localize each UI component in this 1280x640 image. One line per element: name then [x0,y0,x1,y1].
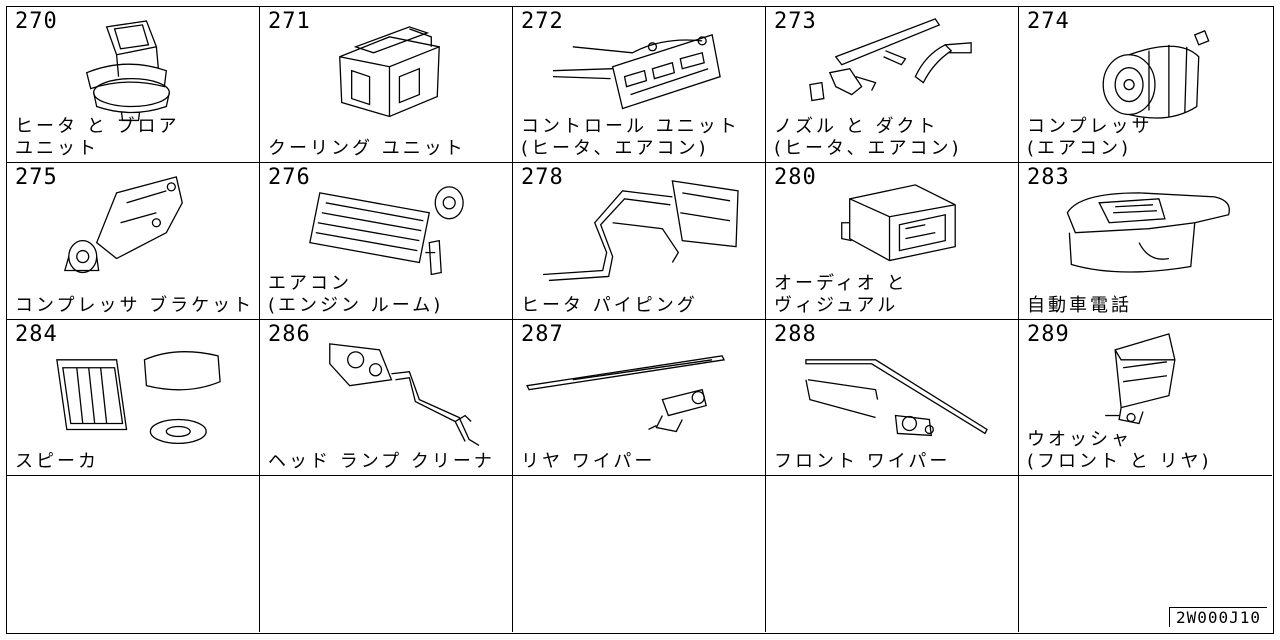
part-label: スピーカ [15,450,99,472]
part-label: クーリング ユニット [268,138,466,160]
compressor-icon [1102,30,1210,119]
speaker-icon [56,350,221,444]
cooling-unit-icon [339,26,440,118]
front-wiper-icon [805,358,988,436]
part-label: コンプレッサ ブラケット [15,294,255,316]
part-number: 274 [1027,9,1070,34]
audio-visual-icon [841,184,956,262]
part-number: 289 [1027,321,1070,347]
part-number: 278 [521,165,564,191]
part-number: 275 [15,165,58,191]
part-number: 276 [268,165,311,191]
part-number: 286 [268,321,311,347]
part-label: リヤ ワイパー [521,450,656,472]
car-phone-icon [1066,192,1230,273]
part-label: ウオッシャ (フロント と リヤ) [1027,428,1212,472]
part-number: 288 [774,321,817,347]
part-cell-286[interactable]: 286 ヘッド ランプ クリーナ [260,319,513,476]
part-cell-275[interactable]: 275 コンプレッサ ブラケット [7,163,260,320]
part-cell-288[interactable]: 288 フロント ワイパー [766,319,1019,476]
part-label: オーディオ と ヴィジュアル [774,272,908,316]
part-cell-283[interactable]: 283 自動車電話 [1019,163,1272,320]
aircon-engine-room-icon [309,186,464,276]
part-cell-284[interactable]: 284 スピーカ [7,319,260,476]
part-number: 270 [15,9,58,34]
diagram-code: 2W000J10 [1168,607,1267,627]
part-number: 273 [774,9,817,34]
part-number: 280 [774,165,817,191]
part-label: 自動車電話 [1027,294,1132,316]
part-number: 284 [15,321,58,347]
part-number: 287 [521,321,564,347]
part-cell-270[interactable]: 270 ヒータ と ブロア ユニット [7,7,260,164]
part-label: フロント ワイパー [774,450,951,472]
empty-cell [766,475,1019,632]
empty-cell [260,475,513,632]
rear-wiper-icon [526,354,726,432]
part-label: コントロール ユニット (ヒータ、エアコン) [521,116,740,160]
part-label: コンプレッサ (エアコン) [1027,116,1153,160]
compressor-bracket-icon [63,176,183,274]
part-number: 283 [1027,165,1070,191]
parts-grid: 270 ヒータ と ブロア ユニット 271 クーリング ユニット 2 [7,7,1272,632]
part-cell-276[interactable]: 276 エアコン (エンジン ルーム) [260,163,513,320]
part-cell-278[interactable]: 278 ヒータ パイピング [513,163,766,320]
part-label: ヒータ と ブロア ユニット [15,116,180,160]
heater-piping-icon [542,180,739,282]
empty-cell [513,475,766,632]
part-number: 272 [521,9,564,34]
nozzle-duct-icon [809,18,972,102]
part-cell-272[interactable]: 272 コントロール ユニット (ヒータ、エアコン) [513,7,766,164]
part-cell-289[interactable]: 289 ウオッシャ (フロント と リヤ) [1019,320,1272,476]
heater-blower-unit-icon [85,20,170,122]
part-cell-280[interactable]: 280 オーディオ と ヴィジュアル [766,163,1019,320]
part-label: ノズル と ダクト (ヒータ、エアコン) [774,116,962,160]
washer-icon [1105,332,1176,424]
headlamp-cleaner-icon [329,342,480,446]
control-unit-icon [552,34,721,110]
empty-cell [7,475,260,632]
part-label: ヘッド ランプ クリーナ [268,450,495,472]
parts-catalog-sheet: 270 ヒータ と ブロア ユニット 271 クーリング ユニット 2 [6,6,1274,634]
part-cell-287[interactable]: 287 リヤ ワイパー [513,319,766,476]
part-cell-274[interactable]: 274 コンプレッサ (エアコン) [1019,7,1272,164]
part-cell-271[interactable]: 271 クーリング ユニット [260,7,513,164]
part-label: エアコン (エンジン ルーム) [268,272,444,316]
part-cell-273[interactable]: 273 ノズル と ダクト (ヒータ、エアコン) [766,7,1019,164]
part-number: 271 [268,9,311,34]
part-label: ヒータ パイピング [521,294,698,316]
